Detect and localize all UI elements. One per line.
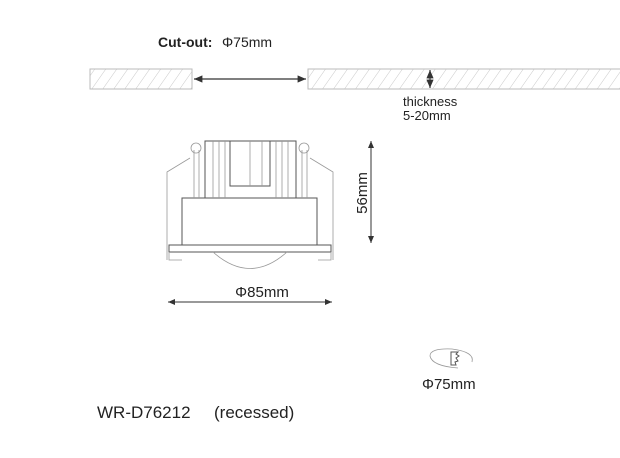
height-dimension: 56mm bbox=[354, 172, 371, 214]
cutout-label: Cut-out: bbox=[158, 34, 212, 50]
thickness-label: thickness bbox=[403, 94, 458, 109]
downlight-side-view bbox=[166, 140, 334, 269]
ceiling-slab-right bbox=[307, 68, 620, 90]
cutout-value: Φ75mm bbox=[222, 34, 272, 50]
thickness-value: 5-20mm bbox=[403, 108, 451, 123]
model-code: WR-D76212 bbox=[97, 403, 191, 422]
model-type: (recessed) bbox=[214, 403, 294, 422]
ceiling-slab-left bbox=[89, 68, 193, 90]
diameter-dimension: Φ85mm bbox=[235, 284, 289, 301]
hole-saw-icon bbox=[429, 348, 473, 369]
hole-saw-size: Φ75mm bbox=[422, 376, 476, 393]
